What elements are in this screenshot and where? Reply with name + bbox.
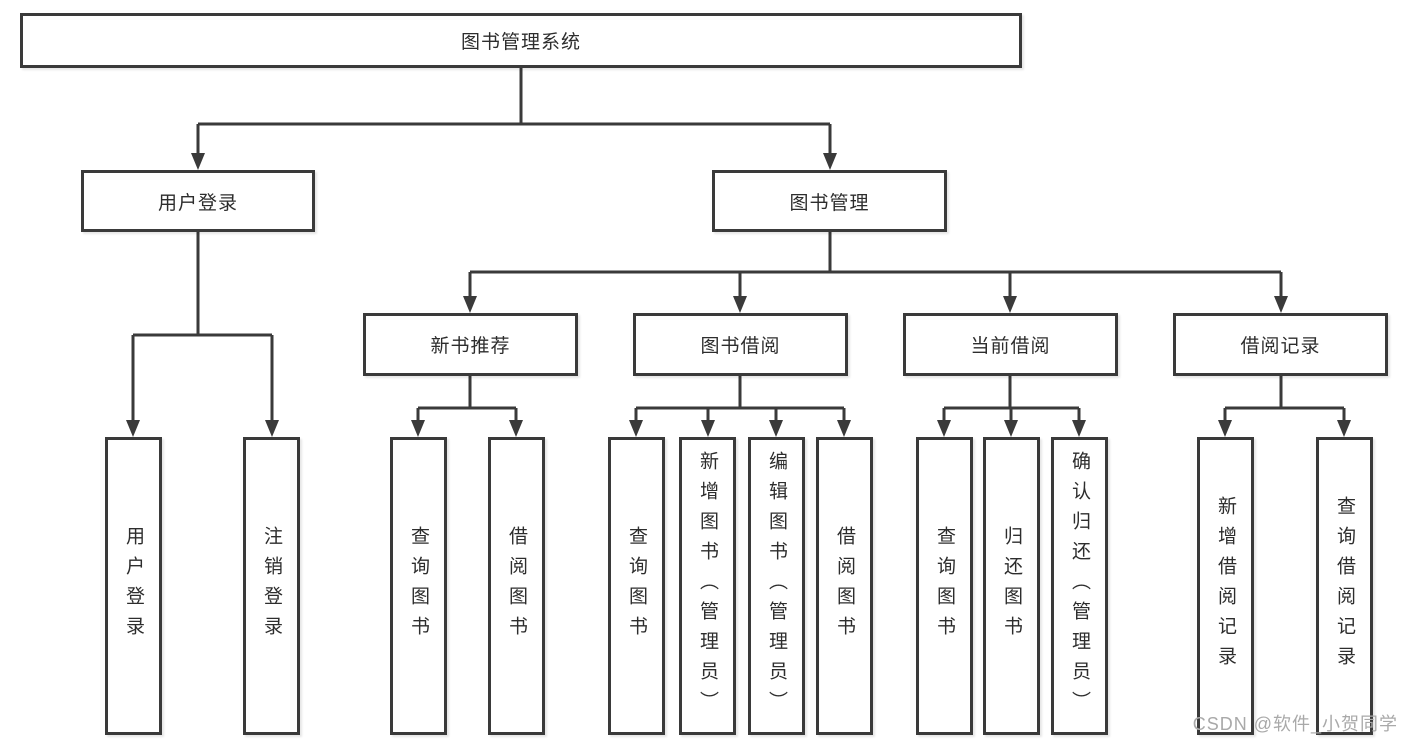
watermark: CSDN @软件_小贺同学 xyxy=(1192,714,1398,734)
node-leaf-user-login: 用户登录 xyxy=(105,437,162,735)
node-label: 注销登录 xyxy=(261,526,282,646)
node-book-borrow: 图书借阅 xyxy=(633,313,848,376)
node-leaf-recommend-query-book: 查询图书 xyxy=(390,437,447,735)
node-label: 查询图书 xyxy=(934,526,955,646)
node-current-borrow: 当前借阅 xyxy=(903,313,1118,376)
node-leaf-logout: 注销登录 xyxy=(243,437,300,735)
node-leaf-borrow-query-book: 查询图书 xyxy=(608,437,665,735)
node-label: 用户登录 xyxy=(123,526,144,646)
node-label: 确认归还（管理员） xyxy=(1069,451,1090,721)
node-label: 用户登录 xyxy=(157,192,238,214)
node-label: 新增借阅记录 xyxy=(1215,496,1236,676)
node-label: 新增图书（管理员） xyxy=(697,451,718,721)
node-label: 借阅记录 xyxy=(1240,336,1321,357)
node-label: 查询图书 xyxy=(408,526,429,646)
node-label: 图书借阅 xyxy=(700,336,781,357)
node-label: 图书管理系统 xyxy=(460,32,581,53)
node-label: 编辑图书（管理员） xyxy=(766,451,787,721)
node-leaf-borrow-borrow-book: 借阅图书 xyxy=(816,437,873,735)
node-label: 当前借阅 xyxy=(970,336,1051,357)
node-root: 图书管理系统 xyxy=(20,13,1022,68)
node-leaf-current-confirm-return-admin: 确认归还（管理员） xyxy=(1051,437,1108,735)
node-label: 查询图书 xyxy=(626,526,647,646)
node-leaf-records-query-record: 查询借阅记录 xyxy=(1316,437,1373,735)
node-leaf-recommend-borrow-book: 借阅图书 xyxy=(488,437,545,735)
node-label: 归还图书 xyxy=(1001,526,1022,646)
node-leaf-records-add-record: 新增借阅记录 xyxy=(1197,437,1254,735)
node-leaf-borrow-add-book-admin: 新增图书（管理员） xyxy=(679,437,736,735)
node-user-login: 用户登录 xyxy=(81,170,315,232)
node-leaf-current-query-book: 查询图书 xyxy=(916,437,973,735)
node-book-management: 图书管理 xyxy=(712,170,947,232)
node-new-book-recommend: 新书推荐 xyxy=(363,313,578,376)
node-label: 新书推荐 xyxy=(430,336,511,357)
node-label: 借阅图书 xyxy=(506,526,527,646)
node-borrow-records: 借阅记录 xyxy=(1173,313,1388,376)
node-label: 借阅图书 xyxy=(834,526,855,646)
node-label: 查询借阅记录 xyxy=(1334,496,1355,676)
node-leaf-current-return-book: 归还图书 xyxy=(983,437,1040,735)
node-leaf-borrow-edit-book-admin: 编辑图书（管理员） xyxy=(748,437,805,735)
node-label: 图书管理 xyxy=(789,192,870,214)
